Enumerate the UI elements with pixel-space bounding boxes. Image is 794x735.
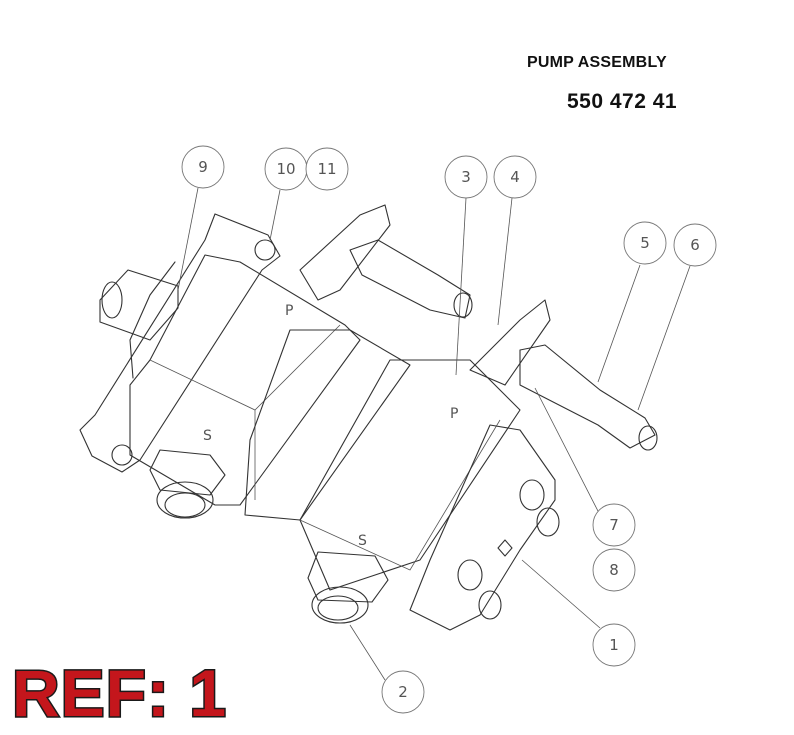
- callout-1: 1: [592, 623, 636, 667]
- callout-3: 3: [444, 155, 488, 199]
- svg-text:9: 9: [198, 158, 208, 176]
- relief-valve-lower: [469, 299, 658, 451]
- svg-text:6: 6: [690, 236, 700, 254]
- rear-pump-body: [299, 359, 521, 591]
- center-section: [244, 329, 411, 521]
- callout-4: 4: [493, 155, 537, 199]
- callout-6: 6: [673, 223, 717, 267]
- body-label-p-front: P: [285, 303, 293, 319]
- diagram-title: PUMP ASSEMBLY: [527, 54, 667, 71]
- callout-8: 8: [592, 548, 636, 592]
- callout-7: 7: [592, 503, 636, 547]
- svg-text:2: 2: [398, 683, 408, 701]
- callout-5: 5: [623, 221, 667, 265]
- outlet-fitting-rear: [307, 551, 389, 624]
- svg-text:3: 3: [461, 168, 471, 186]
- mounting-flange: [79, 213, 281, 473]
- input-shaft: [99, 269, 179, 341]
- svg-text:1: 1: [609, 636, 619, 654]
- relief-valve-upper: [299, 204, 473, 319]
- svg-text:4: 4: [510, 168, 520, 186]
- leader-lines: [177, 187, 691, 681]
- part-number: 550 472 41: [567, 90, 678, 113]
- svg-text:7: 7: [609, 516, 619, 534]
- ref-label: REF: 1: [10, 656, 228, 730]
- callout-10: 10: [264, 147, 308, 191]
- body-label-p-rear: P: [450, 406, 458, 422]
- svg-text:5: 5: [640, 234, 650, 252]
- svg-text:8: 8: [609, 561, 619, 579]
- callout-2: 2: [381, 670, 425, 714]
- body-label-s-rear: S: [358, 533, 367, 549]
- callout-11: 11: [305, 147, 349, 191]
- svg-text:11: 11: [317, 160, 336, 178]
- callout-9: 9: [181, 145, 225, 189]
- outlet-fitting-front: [149, 449, 226, 519]
- front-pump-body: [129, 254, 361, 506]
- svg-text:10: 10: [276, 160, 295, 178]
- body-label-s-front: S: [203, 428, 212, 444]
- end-cover: [409, 424, 560, 631]
